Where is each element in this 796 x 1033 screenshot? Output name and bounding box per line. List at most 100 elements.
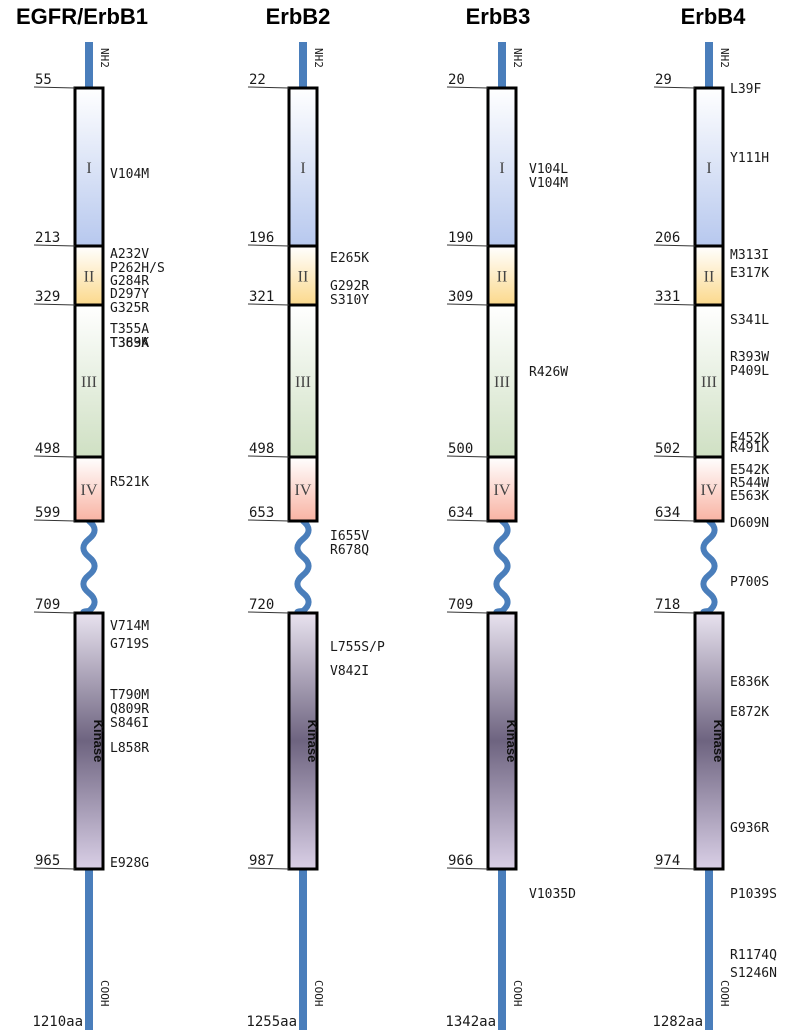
domain-II [287,244,319,307]
domain-label: I [706,160,711,177]
boundary-position: 196 [249,230,274,246]
mutation-label: R1174Q [730,948,777,963]
boundary-tick [446,455,489,458]
boundary-tick [33,455,76,458]
mutation-label: V842I [330,664,369,679]
boundary-tick [653,519,696,522]
boundary-tick [653,244,696,247]
domain-label: IV [295,482,312,499]
backbone-c-segment [85,869,93,1030]
cooh-label: COOH [312,980,325,1007]
boundary-tick [247,867,290,870]
domain-IV [287,455,319,523]
boundary-tick [247,519,290,522]
mutation-label: E542K [730,463,769,478]
mutation-label: T790M [110,688,149,703]
mutation-label: L858R [110,741,149,756]
linker-wave [700,518,718,616]
nh2-label: NH2 [718,48,731,68]
mutation-label: E317K [730,266,769,281]
boundary-tick [247,611,290,614]
domain-II [486,244,518,307]
mutation-label: T389K [110,336,149,351]
mutation-label: D297Y [110,287,149,302]
boundary-tick [33,867,76,870]
boundary-position: 709 [448,597,473,613]
nh2-label: NH2 [312,48,325,68]
boundary-position: 653 [249,505,274,521]
domain-III [693,303,725,459]
mutation-label: P262H/S [110,261,165,276]
domain-label: III [701,374,717,391]
length-label: 1255aa [246,1014,297,1030]
mutation-label: P700S [730,575,769,590]
protein-title: ErbB2 [266,4,331,29]
boundary-tick [446,244,489,247]
protein-1: EGFR/ErbB1IIIIIIIVKinase5521332949859970… [16,4,165,1030]
length-label: 1282aa [652,1014,703,1030]
boundary-position: 634 [448,505,473,521]
backbone-n-segment [498,42,506,88]
boundary-tick [33,244,76,247]
boundary-position: 709 [35,597,60,613]
mutation-label: R426W [529,365,568,380]
linker-wave [80,518,98,616]
mutation-label: A232V [110,247,149,262]
mutation-label: S1246N [730,966,777,981]
mutation-label: G936R [730,821,769,836]
boundary-tick [653,455,696,458]
domain-label: IV [494,482,511,499]
boundary-position: 213 [35,230,60,246]
backbone-n-segment [299,42,307,88]
kinase-label: Kinase [91,720,106,763]
protein-3: ErbB3IIIIIIIVKinase20190309500634709966N… [445,4,576,1030]
backbone-c-segment [705,869,713,1030]
boundary-position: 55 [35,72,52,88]
boundary-position: 718 [655,597,680,613]
boundary-position: 987 [249,853,274,869]
boundary-position: 720 [249,597,274,613]
mutation-label: E836K [730,675,769,690]
boundary-position: 190 [448,230,473,246]
domain-IV [693,455,725,523]
domain-III [486,303,518,459]
kinase-label: Kinase [504,720,519,763]
mutation-label: S846I [110,716,149,731]
mutation-label: P1039S [730,887,777,902]
mutation-label: R393W [730,350,769,365]
boundary-position: 498 [249,441,274,457]
boundary-position: 974 [655,853,680,869]
boundary-tick [247,244,290,247]
mutation-label: D609N [730,516,769,531]
kinase-domain [73,611,105,871]
mutation-label: R491K [730,441,769,456]
backbone-c-segment [299,869,307,1030]
mutation-label: V104L [529,162,568,177]
backbone-c-segment [498,869,506,1030]
domain-label: IV [701,482,718,499]
length-label: 1210aa [32,1014,83,1030]
domain-II [693,244,725,307]
mutation-label: E563K [730,489,769,504]
mutation-label: V104M [529,176,568,191]
boundary-tick [446,86,489,89]
kinase-domain [693,611,725,871]
mutation-label: S341L [730,313,769,328]
boundary-tick [33,86,76,89]
protein-title: ErbB3 [466,4,531,29]
protein-4: ErbB4IIIIIIIVKinase29206331502634718974N… [652,4,777,1030]
boundary-position: 500 [448,441,473,457]
backbone-n-segment [85,42,93,88]
linker-wave [294,518,312,616]
boundary-tick [446,303,489,306]
boundary-tick [33,519,76,522]
domain-label: II [704,269,715,286]
nh2-label: NH2 [98,48,111,68]
length-label: 1342aa [445,1014,496,1030]
domain-label: II [84,269,95,286]
boundary-position: 965 [35,853,60,869]
boundary-tick [653,303,696,306]
boundary-position: 22 [249,72,266,88]
domain-label: I [86,160,91,177]
